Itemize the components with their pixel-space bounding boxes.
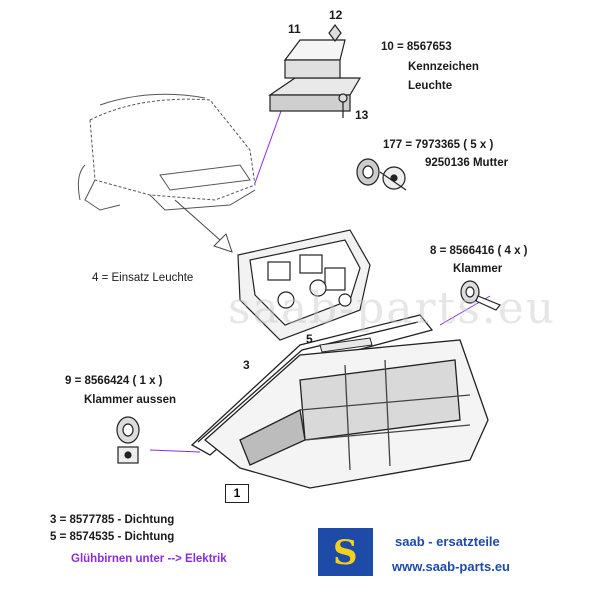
brand-logo: S — [318, 528, 373, 576]
label-8-part: 8 = 8566416 ( 4 x ) — [430, 245, 528, 257]
watermark: saab-parts.eu — [228, 283, 557, 334]
brand-url[interactable]: www.saab-parts.eu — [392, 559, 510, 574]
callout-13: 13 — [355, 108, 369, 122]
tail-lamp-lens — [203, 339, 489, 489]
label-3-gasket: 3 = 8577785 - Dichtung — [50, 514, 175, 526]
gasket-5 — [319, 337, 373, 353]
label-177-part: 177 = 7973365 ( 5 x ) — [383, 139, 494, 151]
label-9-part: 9 = 8566424 ( 1 x ) — [65, 375, 163, 387]
brand-name: saab - ersatzteile — [395, 534, 500, 549]
label-10-part: 10 = 8567653 — [381, 41, 452, 53]
bulbs-note: Glühbirnen unter --> Elektrik — [71, 553, 227, 565]
label-10-name2: Leuchte — [408, 80, 453, 92]
clip-9 — [116, 416, 140, 464]
callout-3: 3 — [243, 358, 250, 372]
nuts-177 — [356, 158, 407, 191]
callout-12: 12 — [329, 8, 343, 22]
callout-5: 5 — [306, 332, 313, 346]
gasket-3 — [190, 314, 434, 456]
label-9-name: Klammer aussen — [84, 394, 177, 406]
license-plate-light — [268, 24, 362, 118]
label-4-insert: 4 = Einsatz Leuchte — [92, 272, 194, 284]
label-10-name: Kennzeichen — [408, 61, 479, 73]
logo-block — [318, 528, 373, 576]
car-outline — [77, 93, 256, 211]
label-177-nut: 9250136 Mutter — [425, 157, 509, 169]
label-5-gasket: 5 = 8574535 - Dichtung — [50, 531, 175, 543]
callout-1: 1 — [225, 484, 249, 503]
label-8-name: Klammer — [453, 263, 503, 275]
logo-letter: S — [333, 533, 358, 573]
callout-11: 11 — [288, 22, 301, 36]
clip-8 — [460, 280, 501, 311]
bulb-holder-insert — [237, 229, 371, 341]
arrow-to-insert — [174, 199, 233, 253]
